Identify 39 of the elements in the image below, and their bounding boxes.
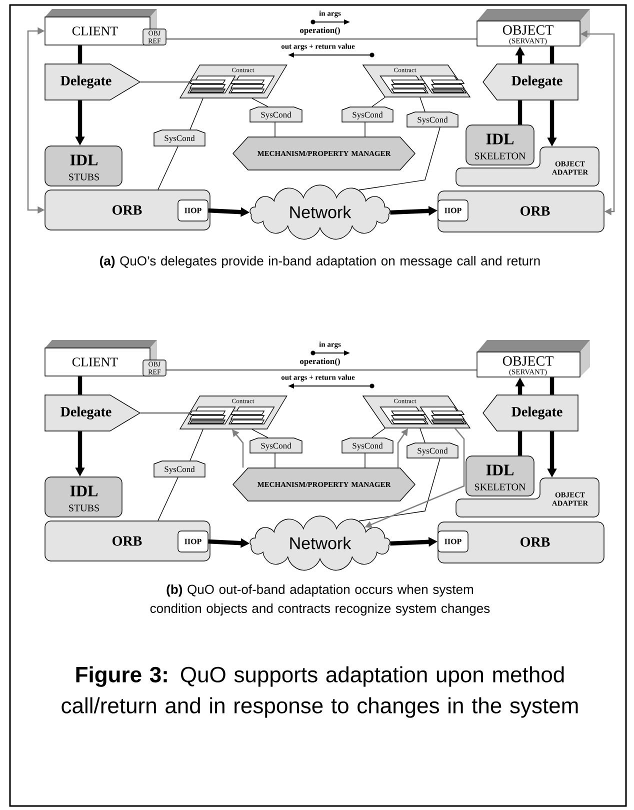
connector-line xyxy=(166,38,477,40)
connector-line xyxy=(420,428,426,443)
connector-line xyxy=(420,97,426,112)
panel-caption: (a) QuO’s delegates provide in-band adaptation on message call and return xyxy=(100,256,540,268)
connector-line xyxy=(550,46,554,64)
connector-line xyxy=(550,377,554,395)
connector-line xyxy=(274,122,276,137)
network-cloud: Network xyxy=(250,184,390,240)
connector-line xyxy=(252,98,268,107)
connector-line xyxy=(358,458,440,522)
connector-line xyxy=(252,429,268,438)
connector-line xyxy=(158,146,178,190)
connector-line xyxy=(190,429,204,461)
figure-caption: Figure 3: QuO supports adaptation upon method call/return and in response to changes in the system xyxy=(62,666,578,718)
connector-line xyxy=(158,477,178,521)
edge-label: operation() xyxy=(298,357,342,367)
connector-line xyxy=(274,453,276,468)
network-cloud: Network xyxy=(250,516,390,571)
connector-line xyxy=(518,431,522,456)
iiop-box: IIOP xyxy=(178,200,208,222)
connector-line xyxy=(364,122,366,137)
edge-label: operation() xyxy=(298,26,342,36)
iiop-box: IIOP xyxy=(438,530,468,552)
connector-line xyxy=(372,428,386,438)
connector-line xyxy=(372,97,386,107)
connector-line xyxy=(140,412,190,414)
iiop-box: IIOP xyxy=(438,200,468,222)
iiop-box: IIOP xyxy=(178,530,208,552)
skeleton-box: IDL SKELETON xyxy=(466,456,534,496)
connector-line xyxy=(78,45,82,64)
connector-line xyxy=(518,100,522,125)
connector-line xyxy=(364,453,366,468)
skeleton-box: IDL SKELETON xyxy=(466,124,534,166)
connector-line xyxy=(78,376,82,395)
stub-box: IDL STUBS xyxy=(44,146,122,186)
connector-line xyxy=(190,98,204,130)
stub-box: IDL STUBS xyxy=(44,476,122,518)
panel-caption: (b) QuO out-of-band adaptation occurs when system condition objects and contracts recognize system changes xyxy=(150,584,490,616)
connector-line xyxy=(358,127,440,190)
